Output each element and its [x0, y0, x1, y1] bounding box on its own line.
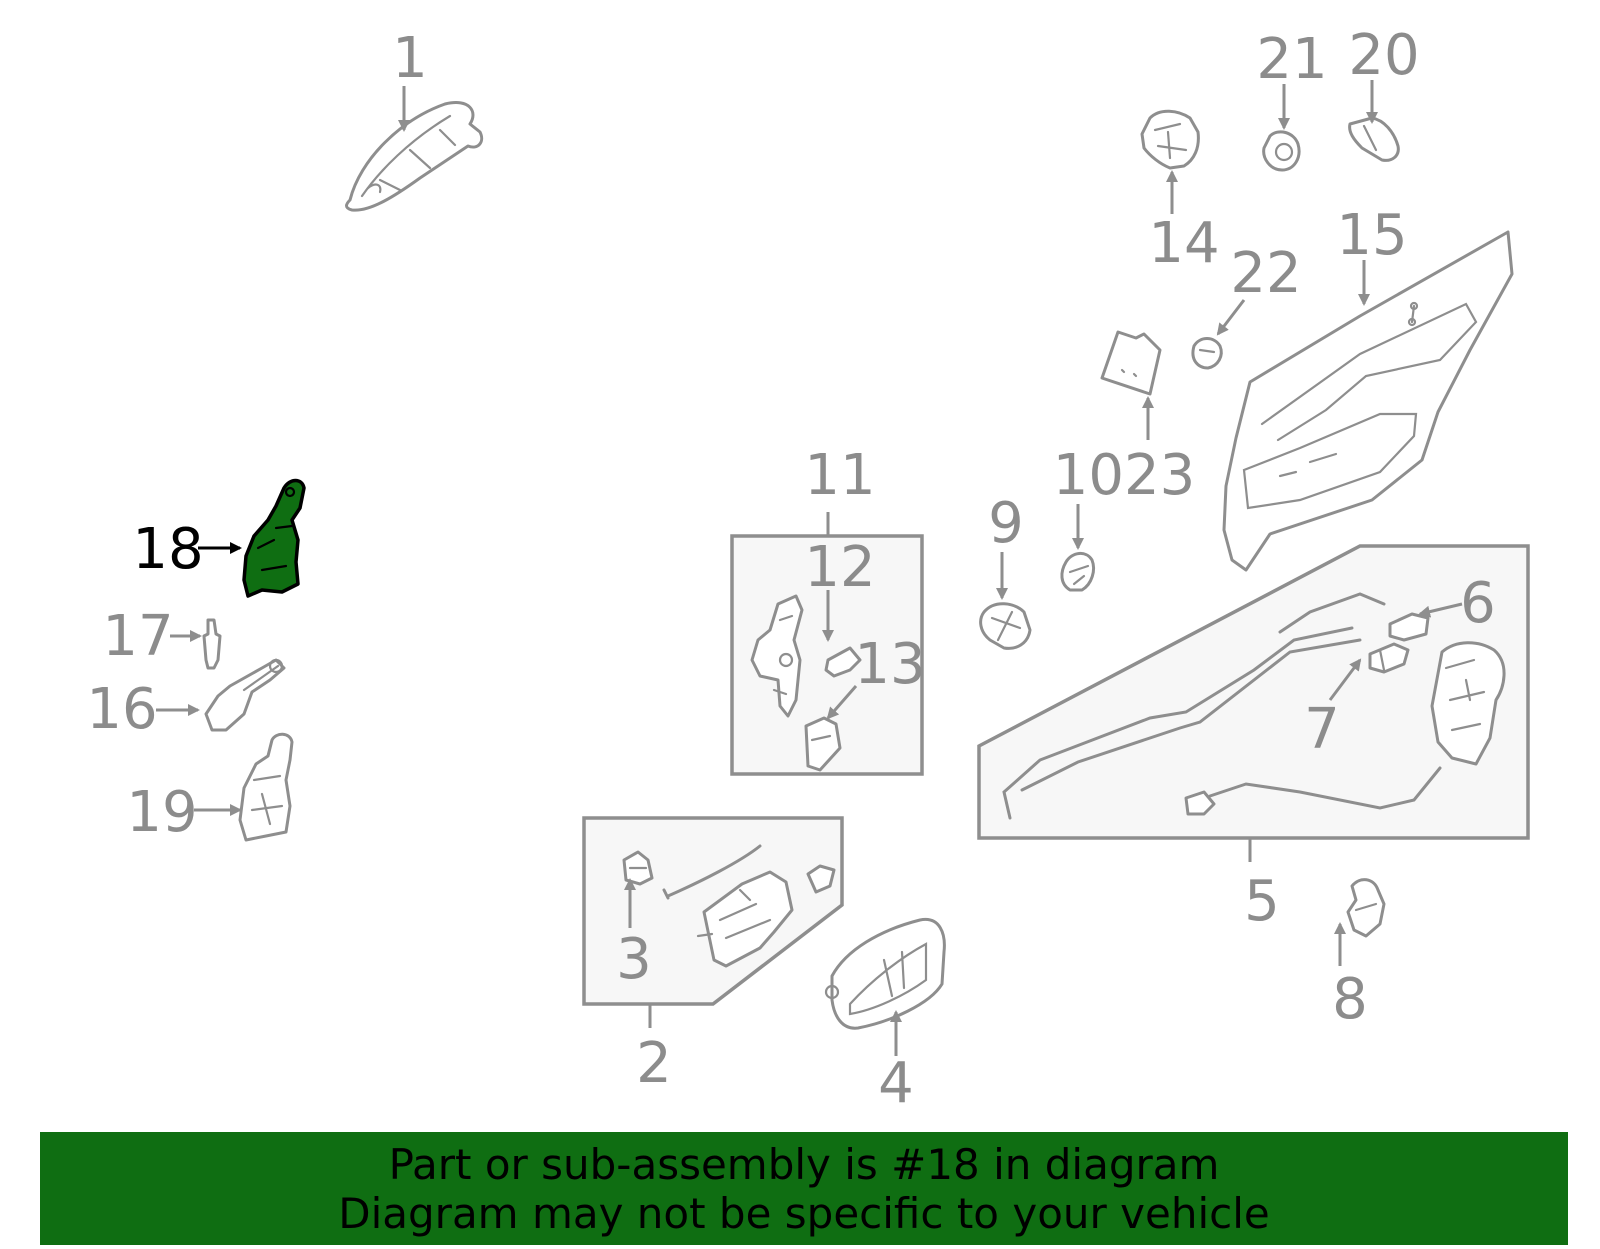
info-banner: Part or sub-assembly is #18 in diagram D… — [40, 1132, 1568, 1245]
part-5-latch[interactable] — [1430, 641, 1506, 766]
callout-5: 5 — [1244, 869, 1280, 934]
part-5-cables[interactable] — [1002, 592, 1442, 820]
leader-22 — [1216, 299, 1246, 336]
part-9[interactable] — [979, 602, 1032, 650]
callout-19: 19 — [126, 780, 197, 845]
part-16-check-strap[interactable] — [204, 658, 286, 732]
part-17[interactable] — [202, 618, 222, 670]
part-19[interactable] — [238, 732, 294, 842]
callout-21: 21 — [1256, 27, 1327, 92]
callout-1023: 1023 — [1053, 443, 1196, 508]
part-1-outside-handle[interactable] — [345, 101, 484, 212]
part-14[interactable] — [1140, 109, 1200, 170]
part-20[interactable] — [1348, 116, 1400, 162]
callout-11: 11 — [804, 443, 875, 508]
callout-17: 17 — [102, 604, 173, 669]
part-22[interactable] — [1191, 337, 1223, 370]
part-4-inside-handle[interactable] — [824, 917, 946, 1030]
callout-13: 13 — [854, 632, 925, 697]
callout-9: 9 — [988, 491, 1024, 556]
part-7[interactable] — [1368, 642, 1410, 674]
part-1023-clip[interactable] — [1060, 552, 1096, 592]
callout-6: 6 — [1460, 571, 1496, 636]
leader-6 — [1418, 602, 1463, 618]
callout-4: 4 — [878, 1051, 914, 1116]
part-15-door-panel[interactable] — [1222, 230, 1514, 572]
callout-7: 7 — [1304, 697, 1340, 762]
leader-13 — [826, 685, 858, 720]
assembly-box-5 — [977, 544, 1530, 840]
callout-14: 14 — [1148, 211, 1219, 276]
part-21[interactable] — [1262, 130, 1301, 172]
callout-15: 15 — [1336, 203, 1407, 268]
callout-16: 16 — [86, 677, 157, 742]
banner-line-2: Diagram may not be specific to your vehi… — [338, 1188, 1270, 1238]
callout-1: 1 — [392, 26, 428, 91]
part-18-highlighted[interactable] — [242, 478, 306, 598]
callout-2: 2 — [636, 1031, 672, 1096]
callout-8: 8 — [1332, 967, 1368, 1032]
leader-7 — [1328, 658, 1362, 701]
callout-3: 3 — [616, 927, 652, 992]
callout-12: 12 — [804, 535, 875, 600]
callout-18: 18 — [132, 517, 203, 582]
part-13[interactable] — [804, 716, 842, 772]
callout-20: 20 — [1348, 23, 1419, 88]
part-2-lock-actuator[interactable] — [662, 844, 836, 968]
part-1023-bracket[interactable] — [1100, 330, 1162, 396]
banner-line-1: Part or sub-assembly is #18 in diagram — [388, 1139, 1220, 1189]
part-11-bracket[interactable] — [750, 594, 804, 718]
part-6[interactable] — [1388, 612, 1430, 642]
callout-22: 22 — [1230, 241, 1301, 306]
part-12[interactable] — [824, 646, 862, 678]
part-8[interactable] — [1346, 878, 1386, 938]
